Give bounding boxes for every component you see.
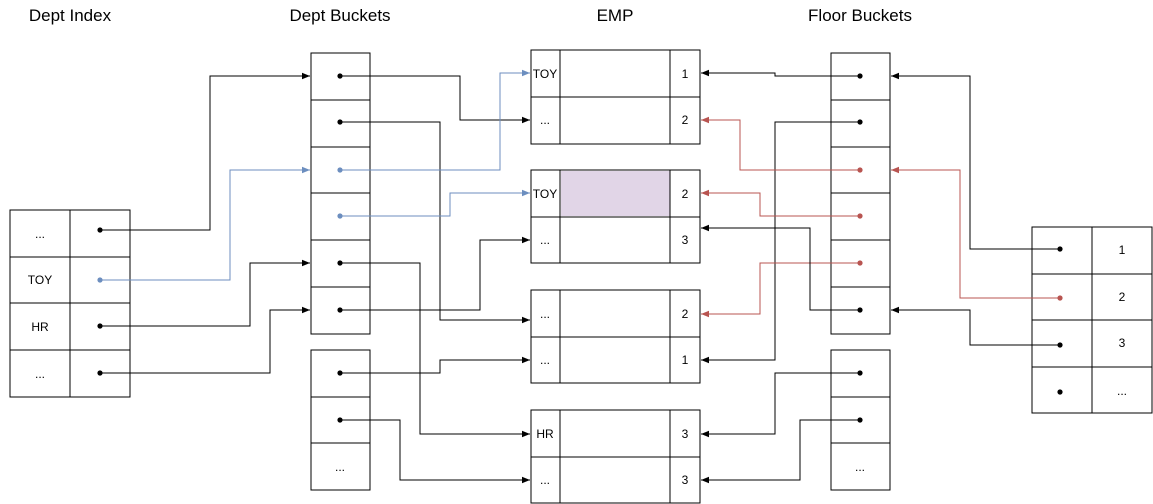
emp-page-1-floor-1: 2 [682, 113, 689, 127]
floor-index-key-1: 2 [1119, 290, 1126, 304]
dept-bucket-pointer-dot [337, 370, 343, 376]
floor-bucket-pointer-dot [857, 260, 863, 266]
dept-bucket-pointer-dot [337, 417, 343, 423]
floor-index-table: 1 2 3 ... [1031, 226, 1153, 414]
emp-page-1-floor-0: 1 [682, 67, 689, 81]
emp-page-4-floor-1: 3 [682, 473, 689, 487]
emp-page-3-dept-0: ... [540, 307, 550, 321]
dept-index-title: Dept Index [29, 6, 112, 25]
floor-bucket-pointer-dot [857, 417, 863, 423]
pointer-dept-bucket-slot-3 [340, 69, 530, 171]
emp-page-2: TOY 2 ... 3 [530, 169, 701, 264]
dept-index-key-0: ... [35, 227, 45, 241]
pointer-floor-bucket-slot-4 [701, 189, 860, 217]
floor-index-pointer-dot [1057, 389, 1063, 395]
pointer-dept-bucket-slot-5 [340, 262, 530, 438]
pointer-floor-bucket-slot-2 [701, 121, 860, 364]
dept-index-table: ... TOY HR ... [9, 209, 131, 398]
dept-bucket-pointer-dot [337, 167, 343, 173]
dept-index-key-1: TOY [28, 273, 52, 287]
emp-page-1: TOY 1 ... 2 [530, 49, 701, 145]
floor-index-pointer-dot [1057, 246, 1063, 252]
dept-index-key-2: HR [31, 320, 49, 334]
dept-buckets-title: Dept Buckets [289, 6, 390, 25]
emp-page-3-dept-1: ... [540, 353, 550, 367]
pointer-dept-bucket-slot-2 [340, 121, 530, 324]
pointer-floor-index-3 [891, 306, 1060, 346]
pointer-floor-bucket-slot-3 [701, 116, 860, 171]
dept-index-pointer-dot [97, 370, 103, 376]
emp-title: EMP [597, 6, 634, 25]
dept-bucket-pointer-dot [337, 73, 343, 79]
pointer-dept-bucket-slot-6 [340, 236, 530, 311]
dept-index-pointer-dot [97, 277, 103, 283]
dept-bucket-2-ellipsis: ... [335, 460, 345, 474]
emp-page-2-floor-0: 2 [682, 187, 689, 201]
dept-bucket-pointer-dot [337, 260, 343, 266]
pointer-floor-index-1 [891, 72, 1060, 250]
emp-page-4-dept-0: HR [536, 427, 554, 441]
floor-index-pointer-dot [1057, 342, 1063, 348]
emp-page-2-dept-0: TOY [533, 187, 557, 201]
emp-page-4: HR 3 ... 3 [530, 409, 701, 504]
floor-bucket-pointer-dot [857, 73, 863, 79]
floor-index-key-2: 3 [1119, 336, 1126, 350]
floor-bucket-2-ellipsis: ... [855, 460, 865, 474]
floor-bucket-pointer-dot [857, 307, 863, 313]
highlighted-record [561, 171, 670, 216]
dept-bucket-pointer-dot [337, 213, 343, 219]
floor-bucket-pointer-dot [857, 213, 863, 219]
pointer-dept-index-3 [100, 306, 310, 374]
emp-page-1-dept-0: TOY [533, 67, 557, 81]
floor-bucket-pointer-dot [857, 370, 863, 376]
pointer-floor-index-2 [891, 166, 1060, 299]
dept-index-key-3: ... [35, 367, 45, 381]
pointer-floor-bucket-slot-1 [701, 69, 860, 77]
emp-page-3: ... 2 ... 1 [530, 289, 701, 384]
emp-page-3-floor-1: 1 [682, 353, 689, 367]
pointer-dept-index-toy [100, 166, 310, 281]
dept-bucket-pointer-dot [337, 119, 343, 125]
floor-index-pointer-dot [1057, 295, 1063, 301]
emp-page-2-floor-1: 3 [682, 233, 689, 247]
dept-index-pointer-dot [97, 227, 103, 233]
pointer-dept-bucket-slot-4 [340, 189, 530, 217]
dept-index-pointer-dot [97, 323, 103, 329]
pointer-dept-bucket2-slot-1 [340, 356, 530, 374]
floor-index-key-0: 1 [1119, 243, 1126, 257]
pointer-floor-bucket2-slot-1 [701, 372, 860, 438]
pointer-dept-bucket-slot-1 [340, 75, 530, 124]
floor-bucket-1 [830, 52, 891, 335]
dept-bucket-pointer-dot [337, 307, 343, 313]
pointer-dept-bucket2-slot-2 [340, 419, 530, 484]
emp-page-2-dept-1: ... [540, 233, 550, 247]
emp-page-4-dept-1: ... [540, 473, 550, 487]
pointer-floor-bucket-slot-6 [701, 224, 860, 311]
floor-bucket-pointer-dot [857, 167, 863, 173]
floor-index-key-3: ... [1117, 384, 1127, 398]
dept-bucket-1 [310, 52, 371, 335]
emp-page-3-floor-0: 2 [682, 307, 689, 321]
pointer-dept-index-hr [100, 259, 310, 327]
floor-buckets-title: Floor Buckets [808, 6, 912, 25]
floor-bucket-pointer-dot [857, 119, 863, 125]
emp-page-4-floor-0: 3 [682, 427, 689, 441]
pointer-dept-index-0 [100, 72, 310, 231]
emp-page-1-dept-1: ... [540, 113, 550, 127]
pointer-floor-bucket2-slot-2 [701, 419, 860, 484]
